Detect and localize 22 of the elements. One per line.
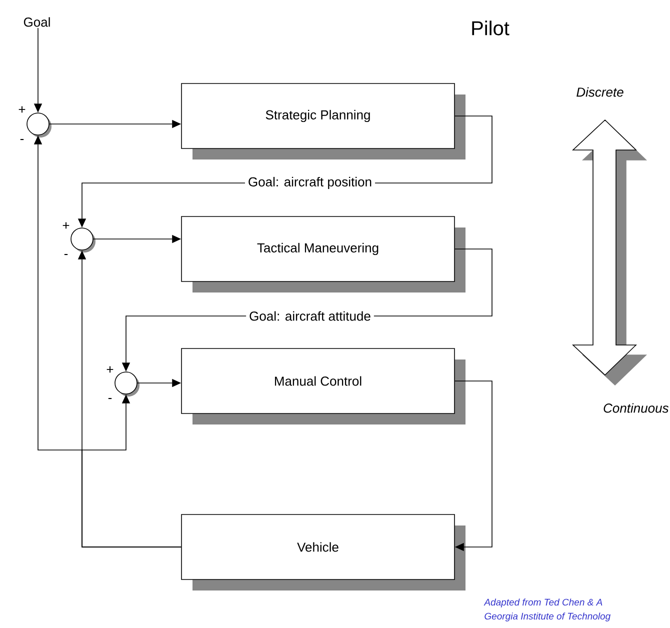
- process-box: Manual Control: [181, 348, 466, 424]
- scale-label: Continuous: [604, 403, 668, 413]
- goal-text: Goal: [24, 17, 50, 27]
- arrow: [454, 380, 492, 552]
- sign-label: +: [62, 222, 70, 229]
- sign-label: -: [108, 398, 112, 400]
- summing-junction: [114, 372, 140, 396]
- process-box: Strategic Planning: [181, 83, 466, 160]
- credit-text: Adapted from Ted Chen & A: [484, 598, 602, 608]
- title: Pilot: [472, 20, 510, 36]
- sign-label: +: [18, 106, 26, 113]
- summing-junction: [26, 112, 52, 138]
- process-box: Tactical Maneuvering: [181, 216, 466, 292]
- sign-label: +: [106, 366, 114, 373]
- summing-junction: [70, 228, 96, 252]
- edge-label: Goal: aircraft attitude: [250, 311, 370, 321]
- edge-label: Goal: aircraft position: [248, 176, 372, 190]
- sign-label: -: [20, 139, 24, 140]
- credit-text: Georgia Institute of Technolog: [484, 612, 610, 622]
- scale-label: Discrete: [576, 87, 624, 97]
- sign-label: -: [64, 254, 68, 256]
- process-box: Vehicle: [181, 514, 466, 590]
